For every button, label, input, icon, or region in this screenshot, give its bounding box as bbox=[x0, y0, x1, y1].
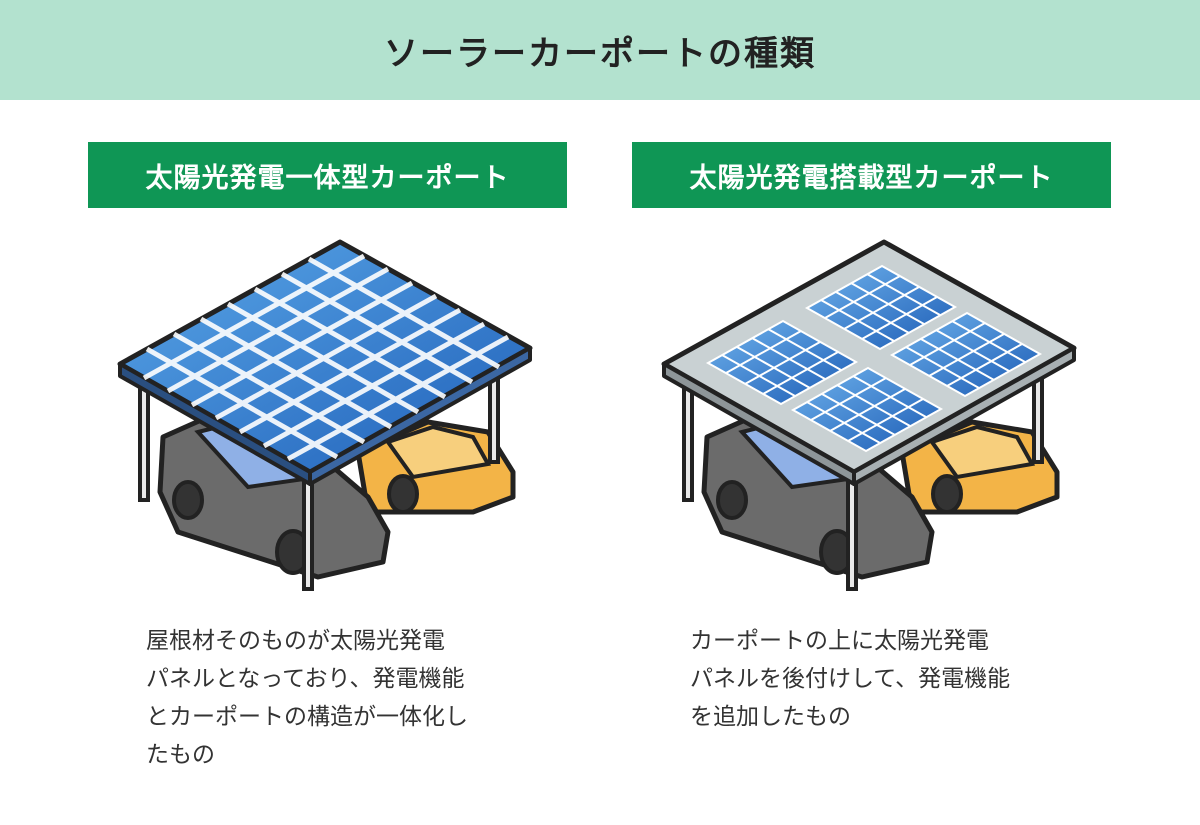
description-integrated: 屋根材そのものが太陽光発電 パネルとなっており、発電機能 とカーポートの構造が一… bbox=[146, 628, 468, 768]
solar-panel-module bbox=[889, 311, 1043, 398]
carport-roof bbox=[661, 239, 1077, 486]
yellow-car-icon bbox=[899, 419, 1060, 515]
solar-panel-modules bbox=[705, 264, 1043, 453]
type-label-integrated: 太陽光発電一体型カーポート bbox=[88, 142, 567, 208]
page-title: ソーラーカーポートの種類 bbox=[384, 33, 816, 74]
solar-panel-module bbox=[790, 366, 944, 453]
yellow-car-icon bbox=[355, 419, 516, 515]
solar-panel-module bbox=[705, 319, 859, 406]
header-banner: ソーラーカーポートの種類 bbox=[0, 0, 1200, 100]
type-label-mounted: 太陽光発電搭載型カーポート bbox=[632, 142, 1111, 208]
mounted-carport-illustration bbox=[661, 239, 1077, 591]
integrated-carport-illustration bbox=[117, 239, 533, 591]
solar-roof-panel bbox=[117, 239, 533, 486]
solar-panel-module bbox=[804, 264, 958, 351]
description-mounted: カーポートの上に太陽光発電 パネルを後付けして、発電機能 を追加したもの bbox=[690, 628, 1011, 730]
